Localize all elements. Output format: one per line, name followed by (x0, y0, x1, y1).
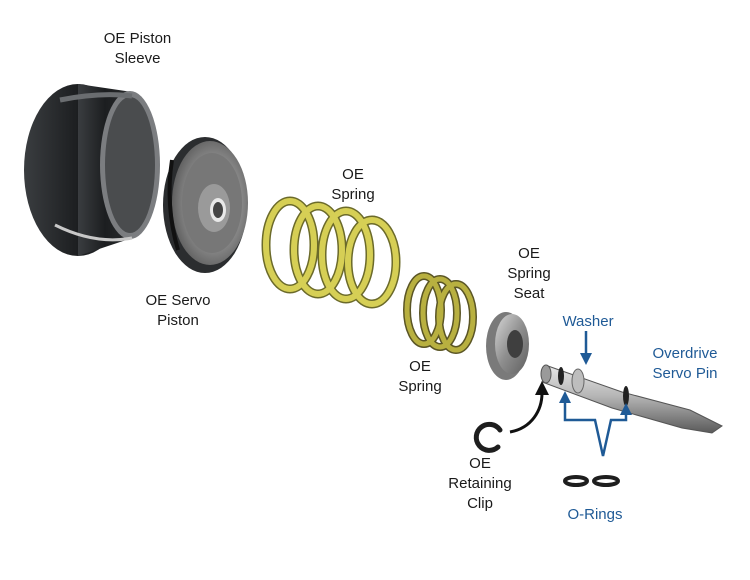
label-large-spring: OE Spring (331, 166, 375, 203)
label-washer: Washer (562, 313, 614, 330)
label-o-rings: O-Rings (567, 506, 623, 523)
label-retaining-clip: OE Retaining Clip (448, 455, 512, 512)
label-servo-pin: Overdrive Servo Pin (652, 345, 718, 382)
small-spring-part (403, 272, 477, 354)
o-ring-arrowhead-right (620, 403, 632, 415)
label-servo-piston: OE Servo Piston (145, 292, 211, 329)
spring-seat-part (486, 312, 529, 380)
o-rings-part (563, 475, 620, 487)
large-spring-part (261, 196, 401, 309)
label-spring-seat: OE Spring Seat (507, 245, 551, 302)
servo-piston-part (163, 137, 248, 273)
servo-pin-part (540, 364, 723, 434)
washer-pointer-arrow (580, 331, 592, 365)
retaining-clip-part (473, 421, 503, 453)
piston-sleeve-part (24, 84, 160, 256)
label-piston-sleeve: OE Piston Sleeve (103, 30, 172, 67)
o-ring-arrowhead-left (559, 391, 571, 403)
o-rings-pointer-bracket (563, 400, 628, 457)
clip-pointer-arrow (509, 381, 549, 434)
label-small-spring: OE Spring (398, 358, 442, 395)
